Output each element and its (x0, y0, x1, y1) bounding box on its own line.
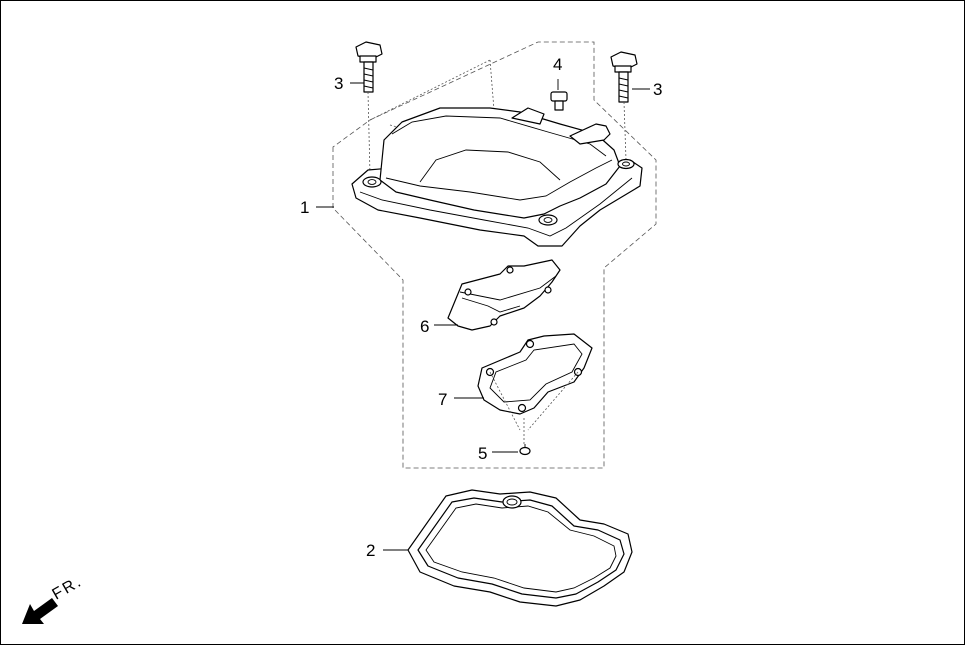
callout-3-left: 3 (334, 74, 343, 93)
callout-3-right: 3 (653, 80, 662, 99)
callout-7: 7 (438, 390, 447, 409)
part-3-right-bolt[interactable] (610, 51, 638, 103)
part-3-left-bolt[interactable] (355, 41, 383, 93)
part-1-cylinder-head-cover[interactable] (351, 107, 643, 247)
front-direction-label: FR. (50, 573, 86, 604)
callout-6: 6 (420, 317, 429, 336)
part-4-small-bolt[interactable] (550, 79, 568, 111)
part-7-gasket-plate[interactable] (477, 333, 593, 415)
callout-2: 2 (366, 541, 375, 560)
assembly-outline (332, 41, 657, 469)
part-2-cover-gasket[interactable] (407, 489, 633, 607)
callout-1: 1 (300, 198, 309, 217)
part-5-small-screw[interactable] (519, 444, 531, 456)
part-6-plate[interactable] (447, 259, 561, 331)
callout-5: 5 (478, 444, 487, 463)
front-direction-arrow-icon (22, 598, 58, 624)
callout-4: 4 (553, 55, 562, 74)
